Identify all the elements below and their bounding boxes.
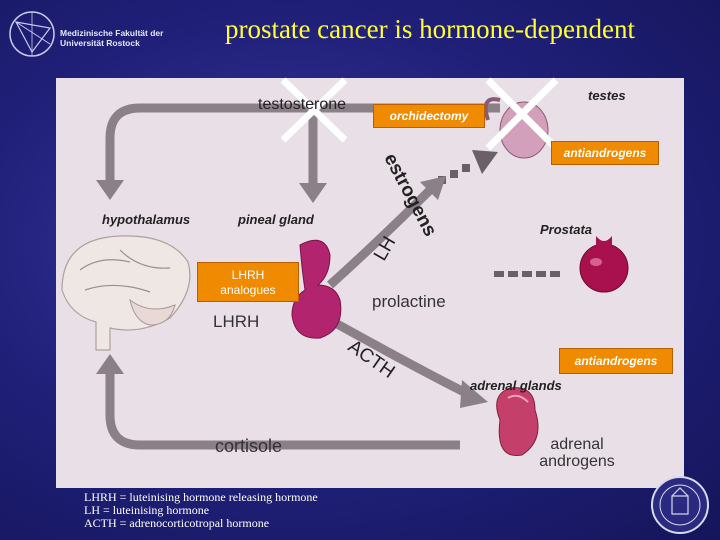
antiandrogens-box-bottom: antiandrogens bbox=[559, 348, 673, 374]
cortisole-loop-arrow bbox=[96, 354, 460, 450]
pineal-gland-label: pineal gland bbox=[238, 212, 314, 227]
antiandrogens-box-top: antiandrogens bbox=[551, 141, 659, 165]
lhrh-analogues-box: LHRH analogues bbox=[197, 262, 299, 302]
orchidectomy-box: orchidectomy bbox=[373, 104, 485, 128]
lh-arrow bbox=[326, 176, 446, 289]
logo-text: Medizinische Fakultät der Universität Ro… bbox=[60, 28, 164, 48]
dotted-arrow-estrogens bbox=[438, 150, 498, 184]
lhrh-analogues-line2: analogues bbox=[220, 283, 276, 297]
cortisole-label: cortisole bbox=[215, 436, 283, 456]
adrenal-androgens-label: adrenal androgens bbox=[527, 436, 627, 470]
testosterone-label: testosterone bbox=[258, 96, 347, 113]
university-logo bbox=[6, 8, 186, 60]
adrenal-gland-icon bbox=[496, 387, 539, 457]
testes-icon bbox=[483, 97, 549, 159]
brain-icon bbox=[61, 235, 191, 351]
acth-arrow bbox=[327, 316, 488, 408]
university-seal-icon bbox=[651, 476, 709, 534]
legend-line-acth: ACTH = adrenocorticotropal hormone bbox=[84, 516, 270, 530]
lhrh-label: LHRH bbox=[213, 312, 260, 331]
logo-emblem-icon bbox=[9, 11, 55, 57]
hypothalamus-label: hypothalamus bbox=[102, 212, 191, 227]
prolactine-label: prolactine bbox=[372, 292, 446, 311]
legend-line-lh: LH = luteinising hormone bbox=[84, 503, 210, 517]
adrenal-androgens-line1: adrenal bbox=[550, 436, 604, 453]
testes-label: testes bbox=[588, 88, 626, 103]
dotted-arrow-prostata bbox=[494, 271, 560, 277]
lhrh-analogues-line1: LHRH bbox=[231, 268, 265, 282]
legend-line-lhrh: LHRH = luteinising hormone releasing hor… bbox=[84, 490, 318, 504]
prostate-icon bbox=[579, 236, 629, 293]
abbreviation-legend: LHRH = luteinising hormone releasing hor… bbox=[84, 491, 318, 530]
adrenal-glands-label: adrenal glands bbox=[470, 378, 562, 393]
adrenal-androgens-line2: androgens bbox=[539, 453, 615, 470]
prostata-label: Prostata bbox=[540, 222, 593, 237]
feedback-loop-arrow bbox=[96, 103, 500, 203]
testes-cross-icon bbox=[485, 77, 559, 151]
page-title: prostate cancer is hormone-dependent bbox=[224, 14, 636, 44]
pituitary-gland-icon bbox=[291, 239, 342, 339]
orchidectomy-cross-icon bbox=[280, 77, 348, 143]
